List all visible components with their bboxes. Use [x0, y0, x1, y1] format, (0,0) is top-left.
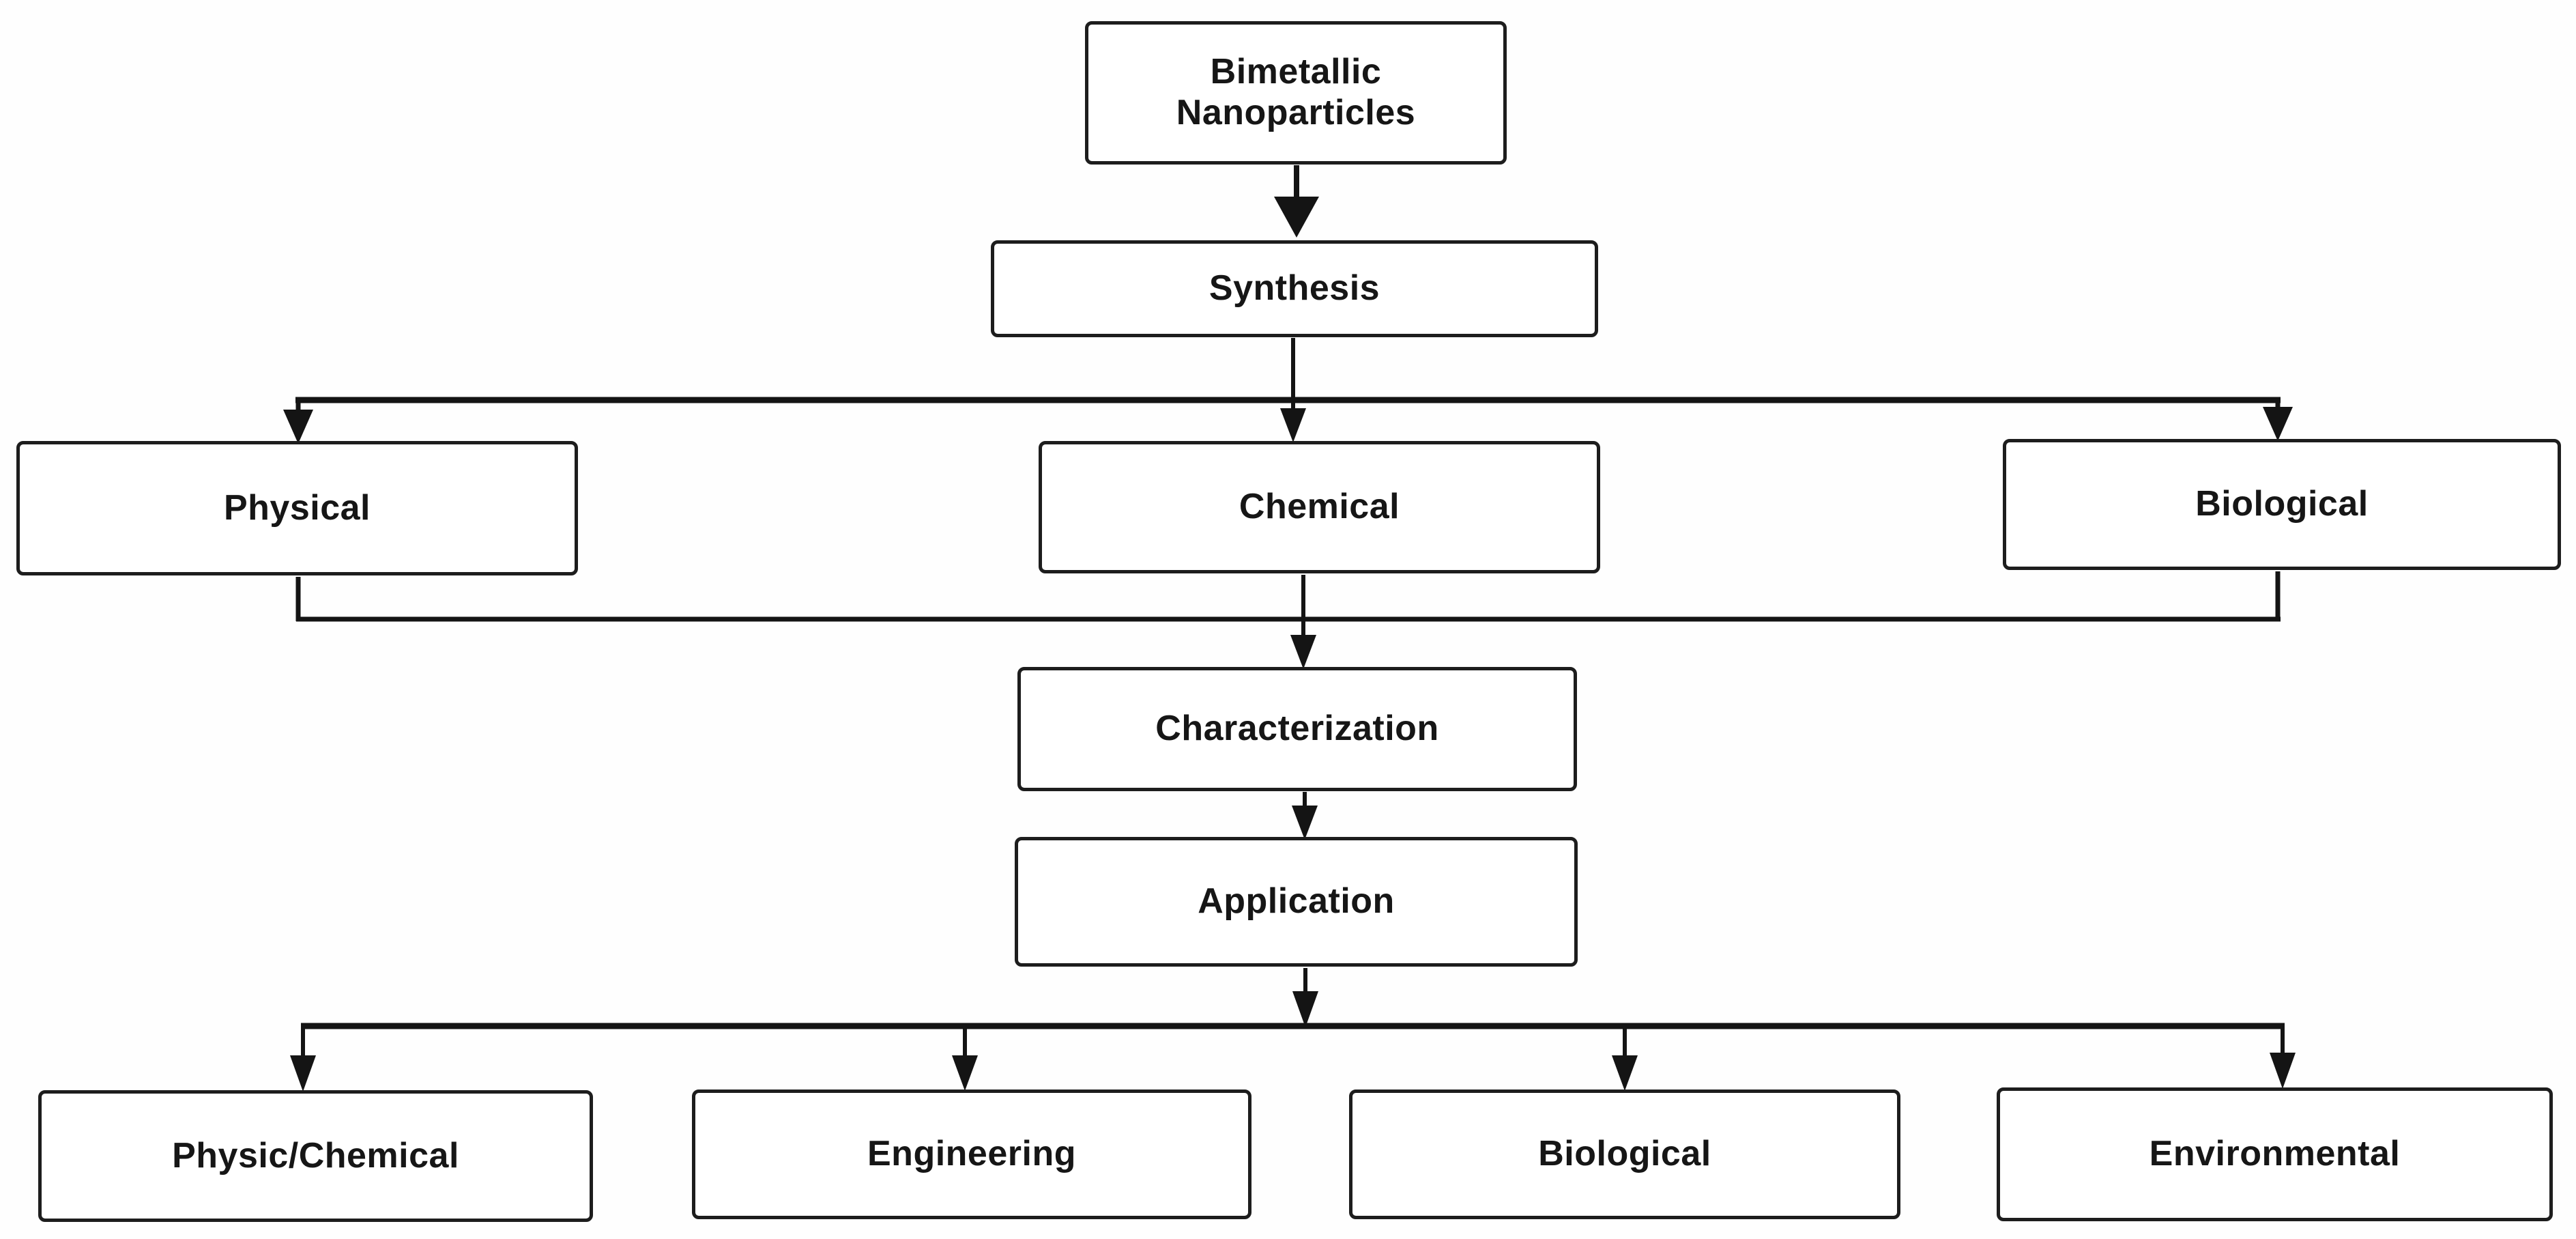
edge-synthesis-branch-line	[283, 397, 2293, 444]
node-physical: Physical	[16, 441, 578, 575]
edge-bimetallic-to-synthesis	[1274, 165, 1319, 238]
node-bimetallic-nanoparticles: Bimetallic Nanoparticles	[1085, 21, 1507, 165]
node-label: Biological	[2195, 484, 2369, 524]
node-label: Nanoparticles	[1176, 93, 1416, 132]
edge-synthesis-to-chemical	[1280, 338, 1306, 442]
node-label: Physical	[223, 487, 371, 528]
node-chemical: Chemical	[1039, 441, 1600, 573]
node-label: Biological	[1538, 1134, 1711, 1174]
node-label: Characterization	[1155, 709, 1439, 749]
node-label: Bimetallic	[1210, 52, 1382, 92]
node-characterization: Characterization	[1017, 667, 1577, 791]
node-physic-chemical: Physic/Chemical	[38, 1090, 593, 1222]
node-label: Physic/Chemical	[172, 1135, 459, 1176]
node-label: Synthesis	[1209, 268, 1380, 309]
node-application: Application	[1015, 837, 1578, 967]
edge-collect-line-to-characterization	[295, 571, 2281, 622]
node-label: Environmental	[2149, 1134, 2401, 1174]
node-label: Engineering	[867, 1134, 1076, 1174]
node-engineering: Engineering	[692, 1090, 1251, 1219]
node-label: Chemical	[1239, 487, 1400, 527]
edge-application-branch-line	[290, 1023, 2296, 1092]
node-environmental: Environmental	[1997, 1087, 2553, 1221]
node-biological-application: Biological	[1349, 1090, 1900, 1219]
node-label: Application	[1198, 881, 1395, 922]
edge-chemical-to-characterization	[1290, 575, 1316, 669]
edge-application-to-branch	[1292, 968, 1318, 1027]
node-synthesis: Synthesis	[991, 240, 1598, 337]
edge-characterization-to-application	[1292, 792, 1318, 840]
node-biological-synthesis: Biological	[2003, 439, 2561, 570]
